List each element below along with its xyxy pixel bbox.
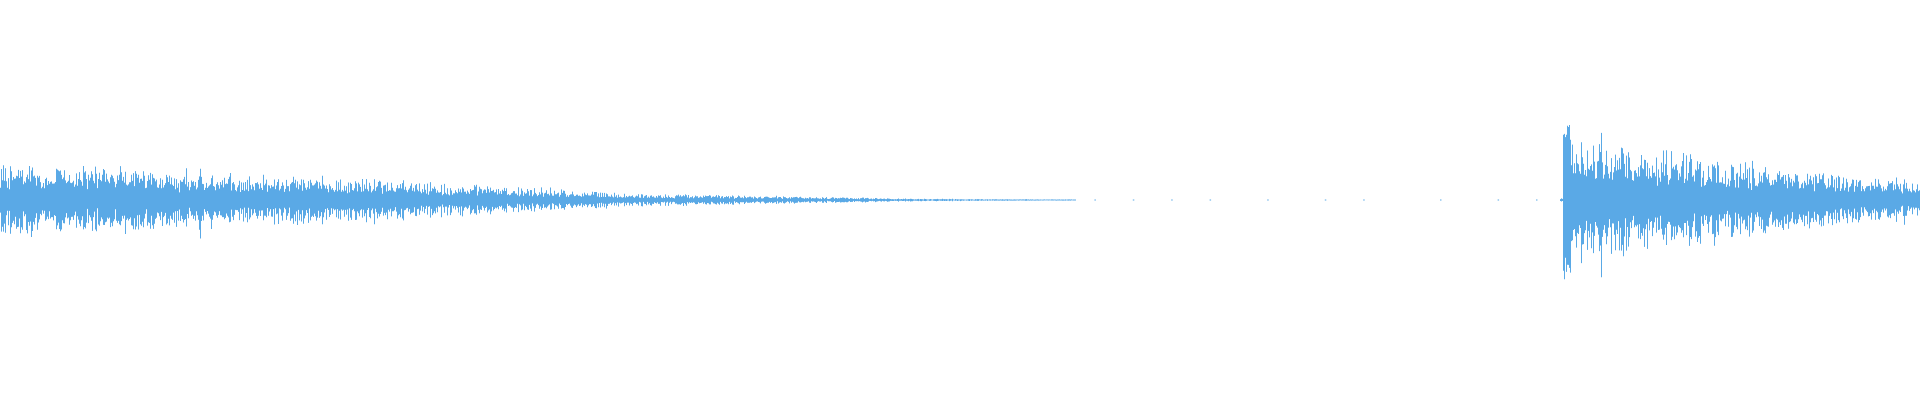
waveform-dot-0 xyxy=(1094,199,1096,201)
waveform-dot-1 xyxy=(1132,199,1135,201)
waveform-bars xyxy=(0,125,1920,280)
waveform-dot-3 xyxy=(1209,199,1212,201)
waveform-dot-8 xyxy=(1497,199,1500,201)
waveform-dot-2 xyxy=(1171,199,1173,201)
waveform-path xyxy=(0,125,1920,280)
waveform-dot-6 xyxy=(1363,199,1365,201)
waveform-dot-7 xyxy=(1440,199,1442,201)
waveform-dot-9 xyxy=(1536,199,1538,201)
waveform-dot-4 xyxy=(1267,199,1269,201)
waveform-dot-5 xyxy=(1324,199,1327,201)
